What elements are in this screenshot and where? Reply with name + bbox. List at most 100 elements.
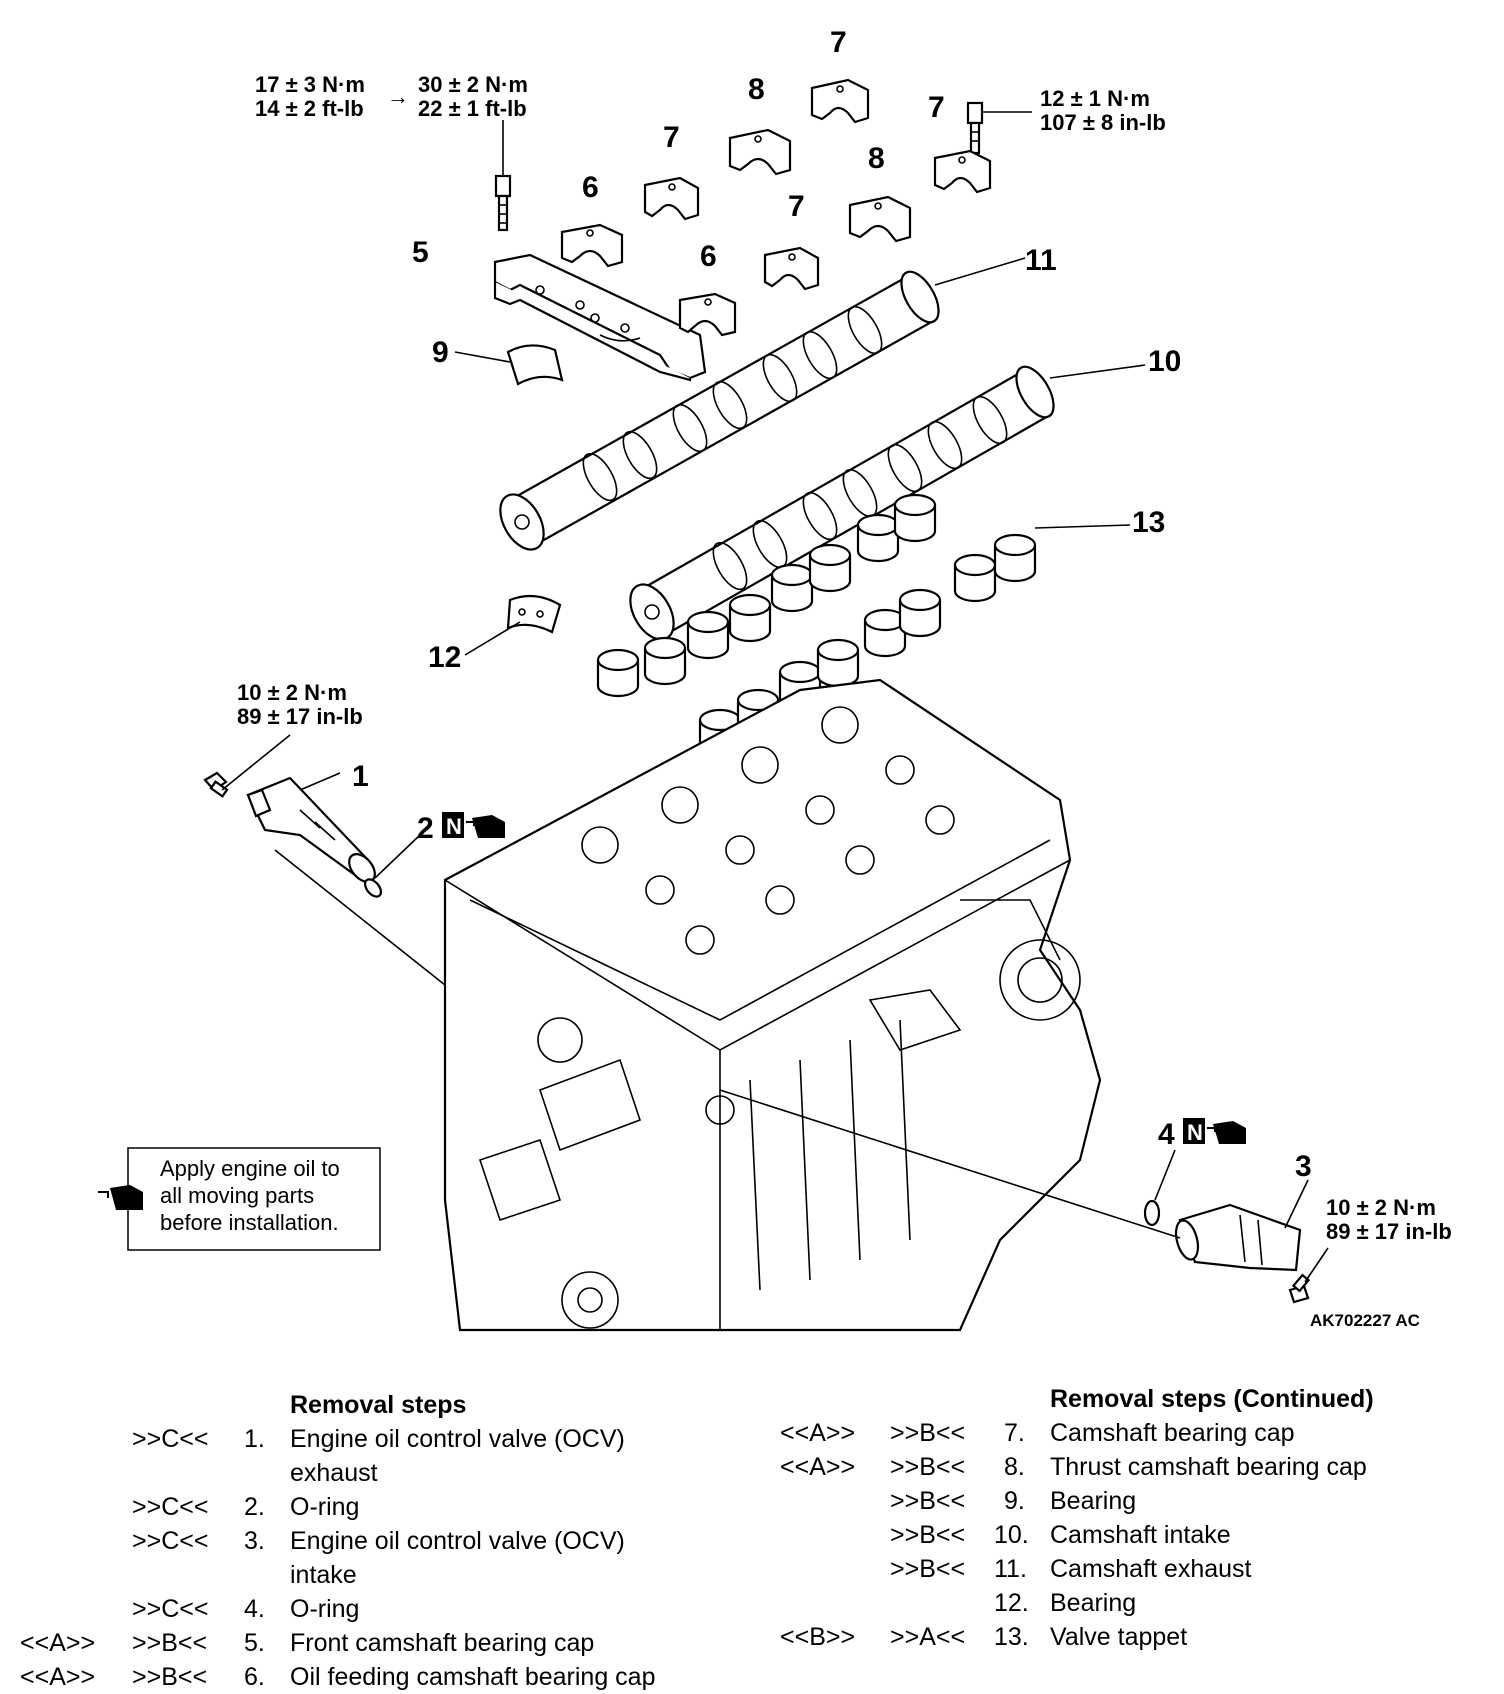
figure-id: AK702227 AC [1310,1311,1420,1330]
bearing-cap-7 [810,78,870,124]
install-ref: <<A>> [780,1419,856,1447]
install-ref: <<B>> [780,1623,856,1651]
bearing-cap-6 [678,292,737,337]
removal-ref: >>C<< [132,1595,209,1623]
removal-ref: >>C<< [132,1425,209,1453]
torque-text: 10 ± 2 N·m [1326,1195,1436,1220]
svg-text:N: N [1187,1120,1203,1145]
cylinder-head-block [443,678,1102,1332]
callout-number: 7 [788,190,805,223]
step-text: Valve tappet [1050,1623,1188,1651]
bearing-cap-8 [728,128,792,176]
callout-number: 3 [1295,1150,1312,1183]
step-text: Oil feeding camshaft bearing cap [290,1663,656,1691]
step-text: Front camshaft bearing cap [290,1629,595,1657]
bolt-icon [1288,1247,1329,1304]
removal-ref: >>B<< [890,1487,966,1515]
bearing-cap-7 [763,246,820,291]
step-text: Camshaft exhaust [1050,1555,1252,1583]
removal-ref: >>C<< [132,1493,209,1521]
removal-ref: >>B<< [890,1521,966,1549]
callout-number: 7 [663,121,680,154]
step-text: Camshaft bearing cap [1050,1419,1295,1447]
bearing-cap-7 [643,176,700,221]
step-text: O-ring [290,1595,360,1623]
callout-number: 5 [412,236,429,269]
install-ref: <<A>> [20,1629,96,1657]
step-text-cont: exhaust [290,1459,378,1487]
callout-number: 10 [1148,345,1181,378]
callout-number: 13 [1132,506,1165,539]
torque-text: 12 ± 1 N·m [1040,86,1150,111]
ocv-exhaust-1 [246,772,446,986]
callout-number: 2 [417,812,434,845]
callout-number: 1 [352,760,369,793]
torque-cap-bolt: 12 ± 1 N·m 107 ± 8 in-lb [1040,86,1166,135]
new-part-mark: N [442,812,464,839]
svg-text:N: N [446,814,462,839]
callout-number: 7 [928,91,945,124]
callout-number: 6 [700,240,717,273]
step-text: Engine oil control valve (OCV) [290,1425,625,1453]
callout-number: 4 [1158,1118,1175,1151]
removal-ref: >>B<< [890,1555,966,1583]
callout-number: 8 [748,73,765,106]
step-text: Thrust camshaft bearing cap [1050,1453,1367,1481]
ocv-intake-3 [719,1089,1309,1272]
callout-number: 9 [432,336,449,369]
torque-text: 22 ± 1 ft-lb [418,96,527,121]
step-number: 5. [244,1629,265,1657]
bearing-9 [454,344,564,386]
removal-ref: >>B<< [132,1629,208,1657]
torque-text: 17 ± 3 N·m [255,72,365,97]
torque-ocv-intake: 10 ± 2 N·m 89 ± 17 in-lb [1326,1195,1452,1244]
step-number: 2. [244,1493,265,1521]
install-ref: <<A>> [780,1453,856,1481]
step-text: Bearing [1050,1589,1137,1617]
step-number: 3. [244,1527,265,1555]
camshaft-exhaust-11 [499,257,1026,551]
torque-front-cap: 17 ± 3 N·m 14 ± 2 ft-lb → 30 ± 2 N·m 22 … [255,72,528,121]
note-box: Apply engine oil to all moving parts bef… [98,1147,381,1251]
torque-text: 89 ± 17 in-lb [1326,1219,1452,1244]
oil-can-icon [98,1185,143,1210]
bolt-icon [494,120,512,232]
bearing-cap-8 [848,195,912,243]
note-line: before installation. [160,1210,339,1235]
step-text-cont: intake [290,1561,357,1589]
removal-ref: >>B<< [890,1419,966,1447]
step-text: O-ring [290,1493,360,1521]
step-number: 6. [244,1663,265,1691]
removal-steps-title-continued: Removal steps (Continued) [1050,1385,1374,1413]
bolt-icon [966,101,1032,155]
step-number: 11. [994,1555,1027,1583]
camshaft-intake-10 [629,364,1146,641]
torque-ocv-exhaust: 10 ± 2 N·m 89 ± 17 in-lb [237,680,363,729]
note-line: all moving parts [160,1183,314,1208]
callout-number: 7 [830,26,847,59]
step-text: Camshaft intake [1050,1521,1231,1549]
step-number: 10. [994,1521,1029,1549]
removal-steps-title: Removal steps [290,1391,467,1419]
step-number: 9. [1004,1487,1025,1515]
bolt-icon [203,734,291,798]
step-number: 13. [994,1623,1029,1651]
bearing-cap-7 [933,149,992,194]
callout-number: 8 [868,142,885,175]
oil-can-icon [466,815,505,838]
removal-ref: >>B<< [132,1663,208,1691]
install-ref: <<A>> [20,1663,96,1691]
torque-arrow: → [387,84,409,109]
step-text: Bearing [1050,1487,1137,1515]
bearing-12 [464,594,562,656]
o-ring-4 [1143,1149,1176,1227]
oil-can-icon [1207,1121,1246,1144]
bearing-cap-6 [560,223,624,268]
torque-text: 10 ± 2 N·m [237,680,347,705]
step-number: 7. [1004,1419,1025,1447]
step-number: 4. [244,1595,265,1623]
removal-ref: >>B<< [890,1453,966,1481]
callout-number: 12 [428,641,461,674]
torque-text: 107 ± 8 in-lb [1040,110,1166,135]
removal-ref: >>C<< [132,1527,209,1555]
